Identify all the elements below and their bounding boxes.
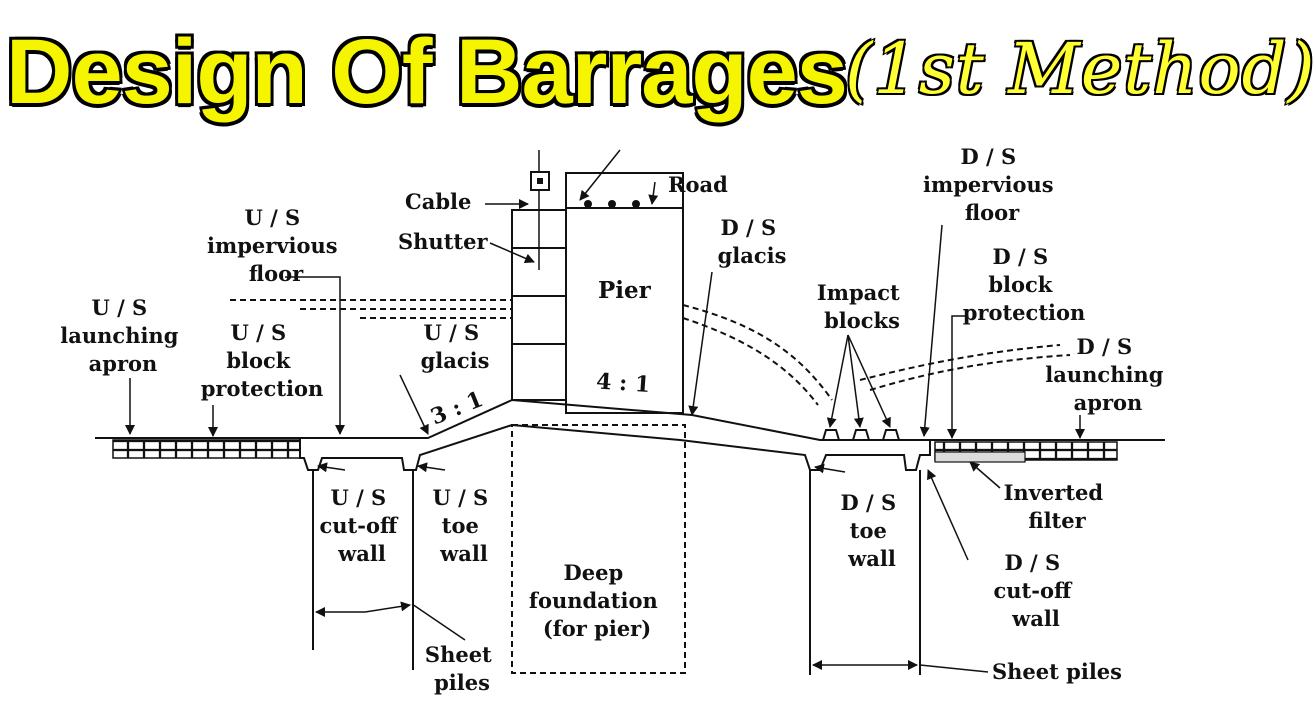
road-rail-left <box>584 200 592 208</box>
leader-ds-cutoff <box>927 469 969 561</box>
label-us-impervious: U / S impervious floor <box>207 205 345 286</box>
label-ds-toe: D / S toe wall <box>841 490 904 571</box>
leader-sheet-left-3 <box>411 603 466 641</box>
road-rail-right <box>632 200 640 208</box>
leader-shutter <box>489 242 535 264</box>
leader-road <box>648 181 659 205</box>
label-inverted-filter: Inverted filter <box>1004 480 1111 533</box>
ds-water-curve-4 <box>869 354 1071 391</box>
leader-sheet-left-2 <box>364 601 411 613</box>
label-ds-block: D / S block protection <box>963 244 1086 325</box>
leader-sheet-right-3 <box>919 664 989 673</box>
label-sheet-piles-left: Sheet piles <box>425 642 499 695</box>
leader-ds-toe <box>814 463 846 474</box>
barrage-diagram: Cable Shutter Road Pier 3 : 1 4 : 1 U / … <box>60 144 1170 695</box>
leader-ds-impervious <box>919 224 943 437</box>
page-title: Design Of Barrages <box>4 19 851 126</box>
leader-ds-glacis <box>688 271 713 416</box>
label-cable: Cable <box>405 189 471 214</box>
label-us-block: U / S block protection <box>201 320 324 401</box>
leader-impact-1 <box>826 334 849 428</box>
label-pier: Pier <box>598 277 652 304</box>
leader-inverted-filter <box>969 461 1001 489</box>
leader-impact-3 <box>847 334 891 428</box>
label-ratio-ds: 4 : 1 <box>595 368 651 398</box>
us-block-rows <box>112 439 301 459</box>
ds-water-curve-1 <box>682 304 833 401</box>
road-rail-mid <box>608 200 616 208</box>
label-ds-cutoff: D / S cut-off wall <box>993 550 1078 631</box>
label-us-launching: U / S launching apron <box>60 295 185 376</box>
leader-top <box>579 149 621 201</box>
label-impact-blocks: Impact blocks <box>817 280 907 333</box>
leader-impact-2 <box>847 334 864 428</box>
label-ds-glacis: D / S glacis <box>718 215 787 268</box>
leader-us-cutoff <box>317 462 346 473</box>
impact-block-1 <box>821 429 841 441</box>
inverted-filter-layer <box>934 451 1026 463</box>
label-road: Road <box>668 172 728 197</box>
impact-block-2 <box>851 429 871 441</box>
leader-us-impervious <box>285 276 345 435</box>
label-us-cutoff: U / S cut-off wall <box>319 485 404 566</box>
cable-winch <box>530 171 550 191</box>
label-ratio-us: 3 : 1 <box>427 386 487 430</box>
label-deep-foundation: Deep foundation (for pier) <box>529 560 665 641</box>
label-us-toe: U / S toe wall <box>432 485 495 566</box>
cable-winch-core <box>537 178 543 184</box>
leader-us-toe <box>417 462 446 473</box>
ds-water-curve-3 <box>859 344 1061 381</box>
label-ds-launching: D / S launching apron <box>1045 334 1170 415</box>
leader-ds-block <box>947 315 965 439</box>
impact-block-3 <box>881 429 901 441</box>
label-us-glacis: U / S glacis <box>421 320 490 373</box>
page-subtitle: (1st Method) <box>844 27 1316 111</box>
label-shutter: Shutter <box>398 229 488 254</box>
label-sheet-piles-right: Sheet piles <box>992 659 1122 684</box>
leader-us-glacis <box>399 374 429 435</box>
label-ds-impervious: D / S impervious floor <box>923 144 1061 225</box>
